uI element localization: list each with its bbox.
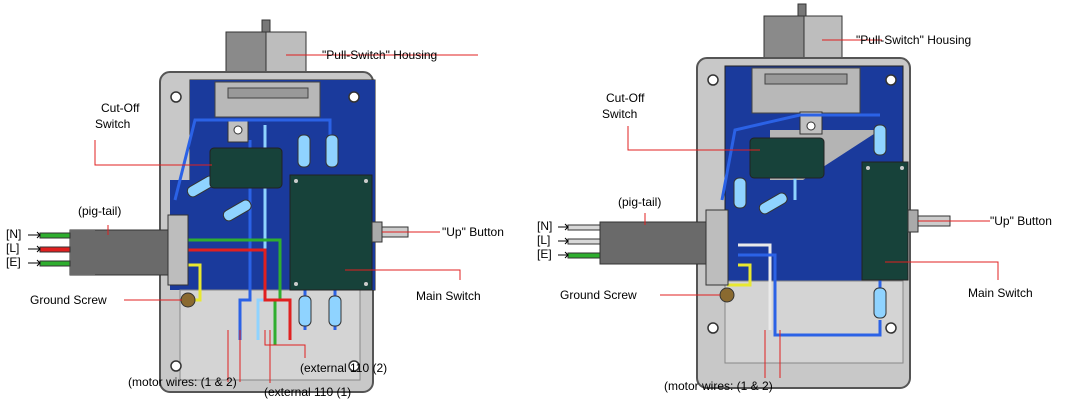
pull-switch-housing-label: "Pull-Switch" Housing [322, 48, 437, 62]
motor-wires-label: (motor wires: (1 & 2) [664, 379, 773, 393]
wiring-diagram-left: "Pull-Switch" Housing Cut-Off Switch (pi… [6, 19, 504, 399]
main-switch-label: Main Switch [968, 286, 1033, 300]
main-switch [861, 161, 909, 281]
mounting-holes [170, 91, 360, 372]
ground-screw [180, 292, 196, 308]
wiring-diagram-right: "Pull-Switch" Housing Cut-Off Switch (pi… [537, 3, 1052, 393]
terminal-strip [167, 214, 189, 286]
motor-wires-label: (motor wires: (1 & 2) [128, 375, 237, 389]
pull-switch-housing-label: "Pull-Switch" Housing [856, 33, 971, 47]
cut-off-switch-label-line2: Switch [602, 107, 637, 121]
wire-arrows-right [558, 223, 569, 259]
wire-l-label: [L] [6, 241, 19, 255]
pull-switch-housing [225, 19, 307, 77]
wire-n-label: [N] [537, 219, 552, 233]
pig-tail-cable [39, 229, 169, 276]
wire-connectors [733, 124, 887, 319]
labels-left: "Pull-Switch" Housing Cut-Off Switch (pi… [6, 48, 504, 399]
wire-n-label: [N] [6, 227, 21, 241]
wire-e-label: [E] [6, 255, 21, 269]
wire-l-label: [L] [537, 233, 550, 247]
mounting-holes [707, 74, 897, 334]
pull-switch-housing [763, 3, 843, 63]
leader-lines [94, 54, 478, 383]
pig-tail-label: (pig-tail) [618, 195, 661, 209]
pig-tail-label: (pig-tail) [78, 204, 121, 218]
up-button-label: "Up" Button [442, 225, 504, 239]
cut-off-switch [749, 137, 825, 179]
pig-tail-cable [567, 221, 707, 265]
ground-screw [719, 287, 735, 303]
ground-screw-label: Ground Screw [560, 288, 637, 302]
ground-screw-label: Ground Screw [30, 293, 107, 307]
external-110-2-label: (external 110 (2) [300, 361, 387, 375]
cut-off-switch [209, 147, 283, 189]
external-110-1-label: (external 110 (1) [264, 385, 351, 399]
cut-off-switch-label-line1: Cut-Off [101, 101, 140, 115]
wire-arrows-left [28, 231, 41, 267]
labels-right: "Pull-Switch" Housing Cut-Off Switch (pi… [537, 33, 1052, 393]
cut-off-switch-label-line2: Switch [95, 117, 130, 131]
leader-lines [627, 39, 999, 378]
wire-e-label: [E] [537, 247, 552, 261]
main-switch [289, 174, 373, 291]
up-button-label: "Up" Button [990, 214, 1052, 228]
cut-off-switch-label-line1: Cut-Off [606, 91, 645, 105]
main-switch-label: Main Switch [416, 289, 481, 303]
terminal-strip [705, 209, 729, 286]
